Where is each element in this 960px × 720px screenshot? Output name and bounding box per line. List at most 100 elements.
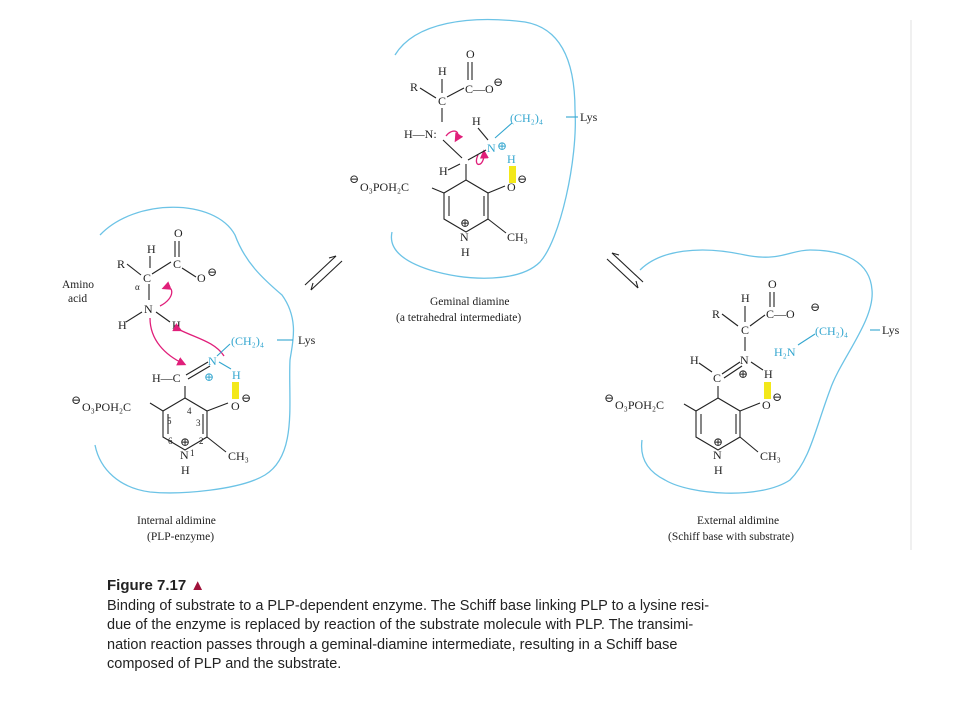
atom-c-alpha: C bbox=[143, 271, 151, 285]
atom-h: H bbox=[764, 367, 773, 381]
atom-ch3: CH₃ bbox=[507, 230, 528, 244]
curved-arrow bbox=[475, 149, 489, 166]
atom-h: H bbox=[118, 318, 127, 332]
ring-number-6: 6 bbox=[168, 436, 173, 446]
atom-o-top: O bbox=[174, 226, 183, 240]
external-aldimine-structure: O H R C C—O ⊖ (CH₂)₄ Lys H₂N N ⊕ H O ⊖ H… bbox=[604, 249, 900, 543]
figure-title: Figure 7.17 bbox=[107, 577, 187, 594]
atom-ch3: CH₃ bbox=[228, 449, 249, 463]
external-aldimine-label: External aldimine bbox=[697, 515, 779, 527]
charge-minus: ⊖ bbox=[71, 393, 81, 407]
triangle-icon: ▲ bbox=[190, 577, 206, 594]
atom-n-ring: N bbox=[180, 448, 189, 462]
atom-n-amine: N bbox=[144, 302, 153, 316]
charge-plus: ⊕ bbox=[460, 216, 470, 230]
atom-r: R bbox=[117, 257, 125, 271]
charge-plus: ⊕ bbox=[204, 370, 214, 384]
alpha-label: α bbox=[135, 282, 140, 292]
right-margin-rule bbox=[910, 20, 912, 550]
atom-n-ring: N bbox=[713, 448, 722, 462]
curved-arrow bbox=[159, 281, 173, 307]
atom-c-imine: C bbox=[713, 371, 721, 385]
lys-label: Lys bbox=[882, 323, 900, 337]
external-aldimine-sublabel: (Schiff base with substrate) bbox=[668, 531, 794, 543]
internal-aldimine-sublabel: (PLP-enzyme) bbox=[147, 531, 214, 543]
ring-number-3: 3 bbox=[196, 418, 201, 428]
atom-h: H bbox=[181, 463, 190, 477]
atom-ch3: CH₃ bbox=[760, 449, 781, 463]
geminal-diamine-sublabel: (a tetrahedral intermediate) bbox=[396, 312, 521, 324]
equilibrium-arrows-left bbox=[304, 255, 343, 291]
atom-h: H bbox=[714, 463, 723, 477]
equilibrium-arrows-right bbox=[606, 252, 644, 289]
geminal-diamine-structure: O H R C C—O ⊖ H—N: H (CH₂)₄ Lys N ⊕ H O … bbox=[349, 18, 598, 324]
caption-line-3: nation reaction passes through a geminal… bbox=[107, 636, 678, 653]
transimination-diagram: Amino acid H R C α C O O ⊖ N H H H—C N ⊕… bbox=[62, 18, 900, 543]
charge-minus: ⊖ bbox=[604, 391, 614, 405]
atom-c-carboxyl: C—O bbox=[766, 307, 795, 321]
caption-line-4: composed of PLP and the substrate. bbox=[107, 656, 342, 672]
curved-arrow bbox=[149, 317, 187, 366]
amino-acid-label-2: acid bbox=[68, 293, 87, 305]
enzyme-pocket-external bbox=[639, 249, 873, 494]
atom-h: H bbox=[461, 245, 470, 259]
charge-minus: ⊖ bbox=[493, 75, 503, 89]
charge-plus: ⊕ bbox=[738, 367, 748, 381]
charge-plus: ⊕ bbox=[497, 139, 507, 153]
internal-aldimine-label: Internal aldimine bbox=[137, 515, 216, 527]
atom-n-ring: N bbox=[460, 230, 469, 244]
atom-h2n: H₂N bbox=[774, 345, 796, 359]
atom-n-imine: N bbox=[740, 353, 749, 367]
atom-h: H bbox=[438, 64, 447, 78]
charge-minus: ⊖ bbox=[349, 172, 359, 186]
atom-hc: H—C bbox=[152, 371, 181, 385]
figure-caption: Figure 7.17 ▲ Binding of substrate to a … bbox=[107, 576, 827, 675]
atom-phosphate: O₃POH₂C bbox=[82, 400, 131, 414]
atom-n-lys: N bbox=[487, 141, 496, 155]
atom-h: H bbox=[690, 353, 699, 367]
curved-arrow bbox=[445, 130, 464, 143]
atom-phosphate: O₃POH₂C bbox=[615, 398, 664, 412]
atom-c-carboxyl: C—O bbox=[465, 82, 494, 96]
internal-aldimine-structure: Amino acid H R C α C O O ⊖ N H H H—C N ⊕… bbox=[62, 206, 316, 543]
enzyme-pocket-internal bbox=[94, 206, 295, 494]
atom-h: H bbox=[172, 318, 181, 332]
enzyme-pocket-geminal bbox=[390, 18, 576, 279]
atom-h: H bbox=[232, 368, 241, 382]
charge-plus: ⊕ bbox=[180, 435, 190, 449]
curved-arrow bbox=[172, 323, 225, 357]
atom-hn: H—N: bbox=[404, 127, 437, 141]
atom-h: H bbox=[741, 291, 750, 305]
ring-number-5: 5 bbox=[167, 416, 172, 426]
atom-o: O bbox=[231, 399, 240, 413]
lys-chain: (CH₂)₄ bbox=[815, 324, 848, 338]
caption-line-1: Binding of substrate to a PLP-dependent … bbox=[107, 597, 710, 614]
atom-o: O bbox=[507, 180, 516, 194]
atom-o: O bbox=[197, 271, 206, 285]
charge-minus: ⊖ bbox=[517, 172, 527, 186]
charge-minus: ⊖ bbox=[207, 265, 217, 279]
atom-n-lys: N bbox=[208, 354, 217, 368]
ring-number-2: 2 bbox=[199, 436, 204, 446]
atom-o: O bbox=[762, 398, 771, 412]
charge-minus: ⊖ bbox=[772, 390, 782, 404]
atom-r: R bbox=[410, 80, 418, 94]
atom-h: H bbox=[507, 152, 516, 166]
lys-label: Lys bbox=[580, 110, 598, 124]
amino-acid-label-1: Amino bbox=[62, 279, 94, 291]
lys-chain: (CH₂)₄ bbox=[510, 111, 543, 125]
atom-c-carboxyl: C bbox=[173, 257, 181, 271]
ring-number-4: 4 bbox=[187, 406, 192, 416]
ring-number-1: 1 bbox=[190, 448, 195, 458]
atom-c-alpha: C bbox=[741, 323, 749, 337]
atom-h: H bbox=[439, 164, 448, 178]
atom-c-alpha: C bbox=[438, 94, 446, 108]
charge-minus: ⊖ bbox=[810, 300, 820, 314]
atom-o-top: O bbox=[768, 277, 777, 291]
geminal-diamine-label: Geminal diamine bbox=[430, 296, 510, 308]
atom-r: R bbox=[712, 307, 720, 321]
caption-line-2: due of the enzyme is replaced by reactio… bbox=[107, 617, 694, 633]
lys-chain: (CH₂)₄ bbox=[231, 334, 264, 348]
atom-h: H bbox=[472, 114, 481, 128]
charge-minus: ⊖ bbox=[241, 391, 251, 405]
